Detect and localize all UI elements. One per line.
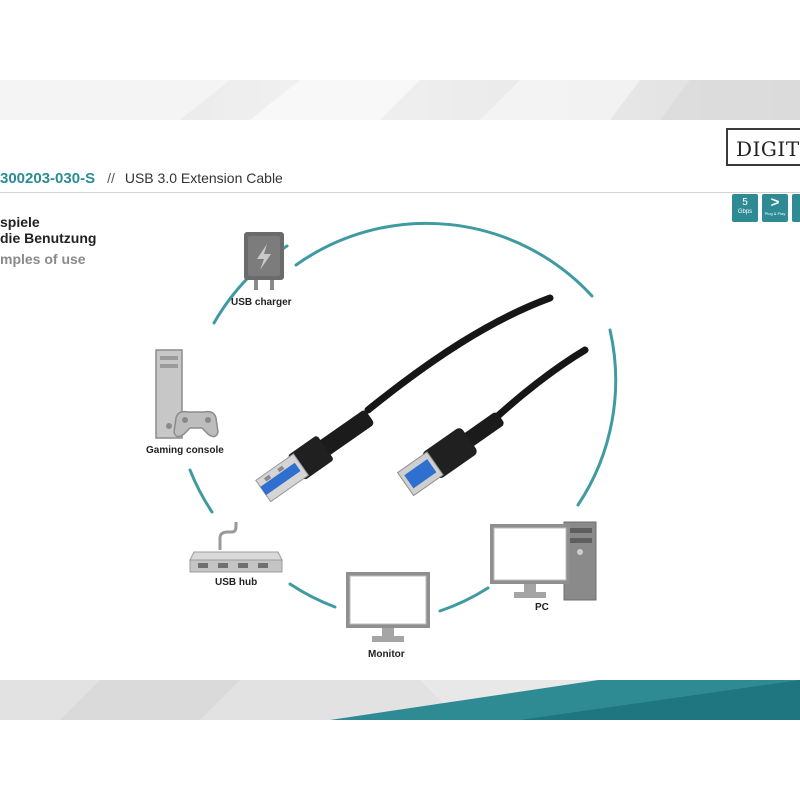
speed-unit: Gbps [737, 209, 753, 215]
product-title: USB 3.0 Extension Cable [124, 170, 283, 186]
plug-and-play-icon: > [770, 194, 780, 211]
monitor-icon [344, 570, 434, 651]
article-number: 300203-030-S [0, 170, 96, 187]
brand-logo: DIGITU [726, 128, 800, 166]
plug-and-play-badge: > Plug & Play [762, 194, 788, 222]
speed-value: 5 [742, 197, 748, 208]
label-gaming-console: Gaming console [146, 445, 224, 456]
section-heading-en: mples of use [0, 251, 86, 267]
label-usb-hub: USB hub [215, 577, 258, 588]
header-divider [0, 192, 800, 193]
header-separator: // [107, 170, 115, 186]
section-heading-de-line1: spiele [0, 214, 40, 230]
pc-icon [488, 518, 600, 607]
usb-extension-cable [255, 294, 589, 503]
speed-badge: 5 Gbps [732, 194, 758, 222]
gaming-console-icon [152, 348, 222, 448]
extra-badge [792, 194, 800, 222]
label-usb-charger: USB charger [231, 297, 292, 308]
bottom-decorative-band [0, 680, 800, 720]
usb-hub-icon [188, 520, 284, 581]
product-header: 300203-030-S // USB 3.0 Extension Cable [0, 170, 283, 190]
usb-charger-icon [240, 230, 290, 297]
label-monitor: Monitor [368, 649, 405, 660]
plug-and-play-text: Plug & Play [764, 211, 786, 216]
top-decorative-band [0, 80, 800, 120]
section-heading-de-line2: die Benutzung [0, 230, 97, 246]
label-pc: PC [535, 602, 549, 613]
